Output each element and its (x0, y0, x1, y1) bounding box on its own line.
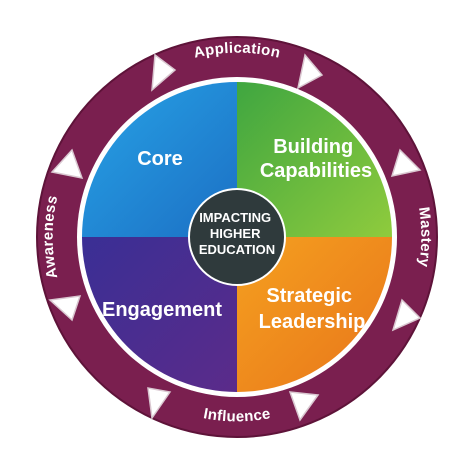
quadrant-engagement (82, 237, 237, 392)
ring-arrow-left-bottom (48, 295, 82, 322)
ring-label-mastery: Mastery (415, 206, 434, 269)
outer-ring-edge (36, 36, 438, 438)
center-label: IMPACTING HIGHER EDUCATION (199, 210, 275, 257)
ring-arrow-top-left (151, 53, 177, 92)
center-hub (188, 188, 286, 286)
quadrant-core (82, 82, 237, 237)
ring-arrow-right-top (390, 148, 422, 178)
ring-label-application: Application (192, 40, 282, 62)
quadrant-label-building-capabilities: Building Capabilities (260, 136, 372, 182)
ring-label-awareness: Awareness (40, 194, 62, 281)
quadrant-label-strategic-leadership: Strategic Leadership (259, 285, 366, 333)
quadrant-label-core: Core (137, 148, 183, 170)
quadrant-label-engagement: Engagement (102, 299, 222, 321)
ring-arrow-left-top (50, 148, 84, 179)
ring-arrow-bottom-left (147, 387, 172, 421)
ring-arrows (48, 53, 422, 422)
quadrant-strategic-leadership (237, 237, 392, 392)
quadrant-building-capabilities (237, 82, 392, 237)
ring-label-influence: Influence (202, 405, 272, 425)
ring-arrow-bottom-right (288, 391, 320, 422)
ring-arrow-right-bottom (391, 298, 422, 332)
ring-arrow-top-right (296, 53, 324, 90)
